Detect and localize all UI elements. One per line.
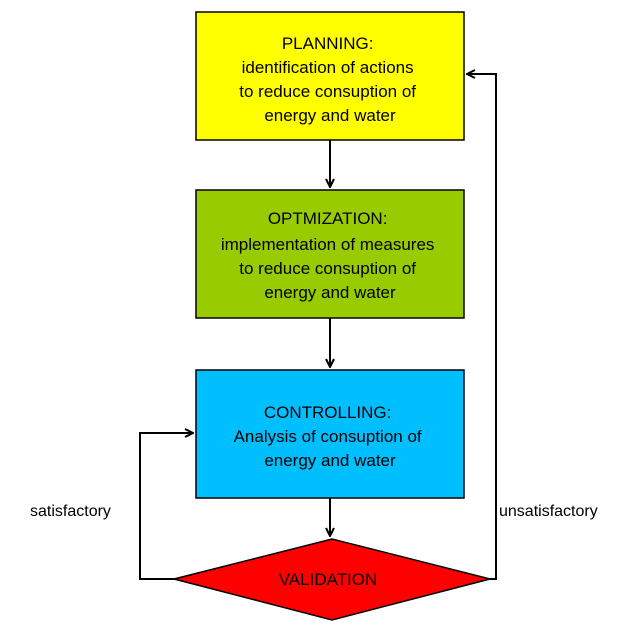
optimization-title: OPTMIZATION: (268, 209, 388, 228)
validation-diamond: VALIDATION (173, 538, 491, 621)
arrow-unsatisfactory-loop (467, 74, 497, 580)
planning-line-3: energy and water (264, 106, 396, 125)
satisfactory-label: satisfactory (30, 503, 111, 520)
planning-title: PLANNING: (282, 34, 374, 53)
unsatisfactory-label: unsatisfactory (499, 503, 598, 520)
planning-line-2: to reduce consuption of (239, 82, 416, 101)
planning-line-1: identification of actions (242, 58, 414, 77)
optimization-line-3: energy and water (264, 283, 396, 302)
controlling-line-2: energy and water (264, 451, 396, 470)
validation-label: VALIDATION (279, 570, 378, 589)
planning-box-text: PLANNING: identification of actions to r… (239, 34, 420, 125)
optimization-box-shape (195, 189, 465, 319)
optimization-box-text: OPTMIZATION: implementation of measures … (221, 209, 439, 302)
optimization-line-2: to reduce consuption of (239, 259, 416, 278)
planning-box-shape (195, 11, 465, 141)
optimization-box: OPTMIZATION: implementation of measures … (195, 189, 465, 319)
controlling-title: CONTROLLING: (264, 403, 392, 422)
arrow-satisfactory-loop (139, 433, 193, 580)
optimization-line-1: implementation of measures (221, 235, 435, 254)
controlling-line-1: Analysis of consuption of (234, 427, 422, 446)
controlling-box: CONTROLLING: Analysis of consuption of e… (195, 369, 465, 499)
planning-box: PLANNING: identification of actions to r… (195, 11, 465, 141)
controlling-box-text: CONTROLLING: Analysis of consuption of e… (234, 403, 427, 470)
